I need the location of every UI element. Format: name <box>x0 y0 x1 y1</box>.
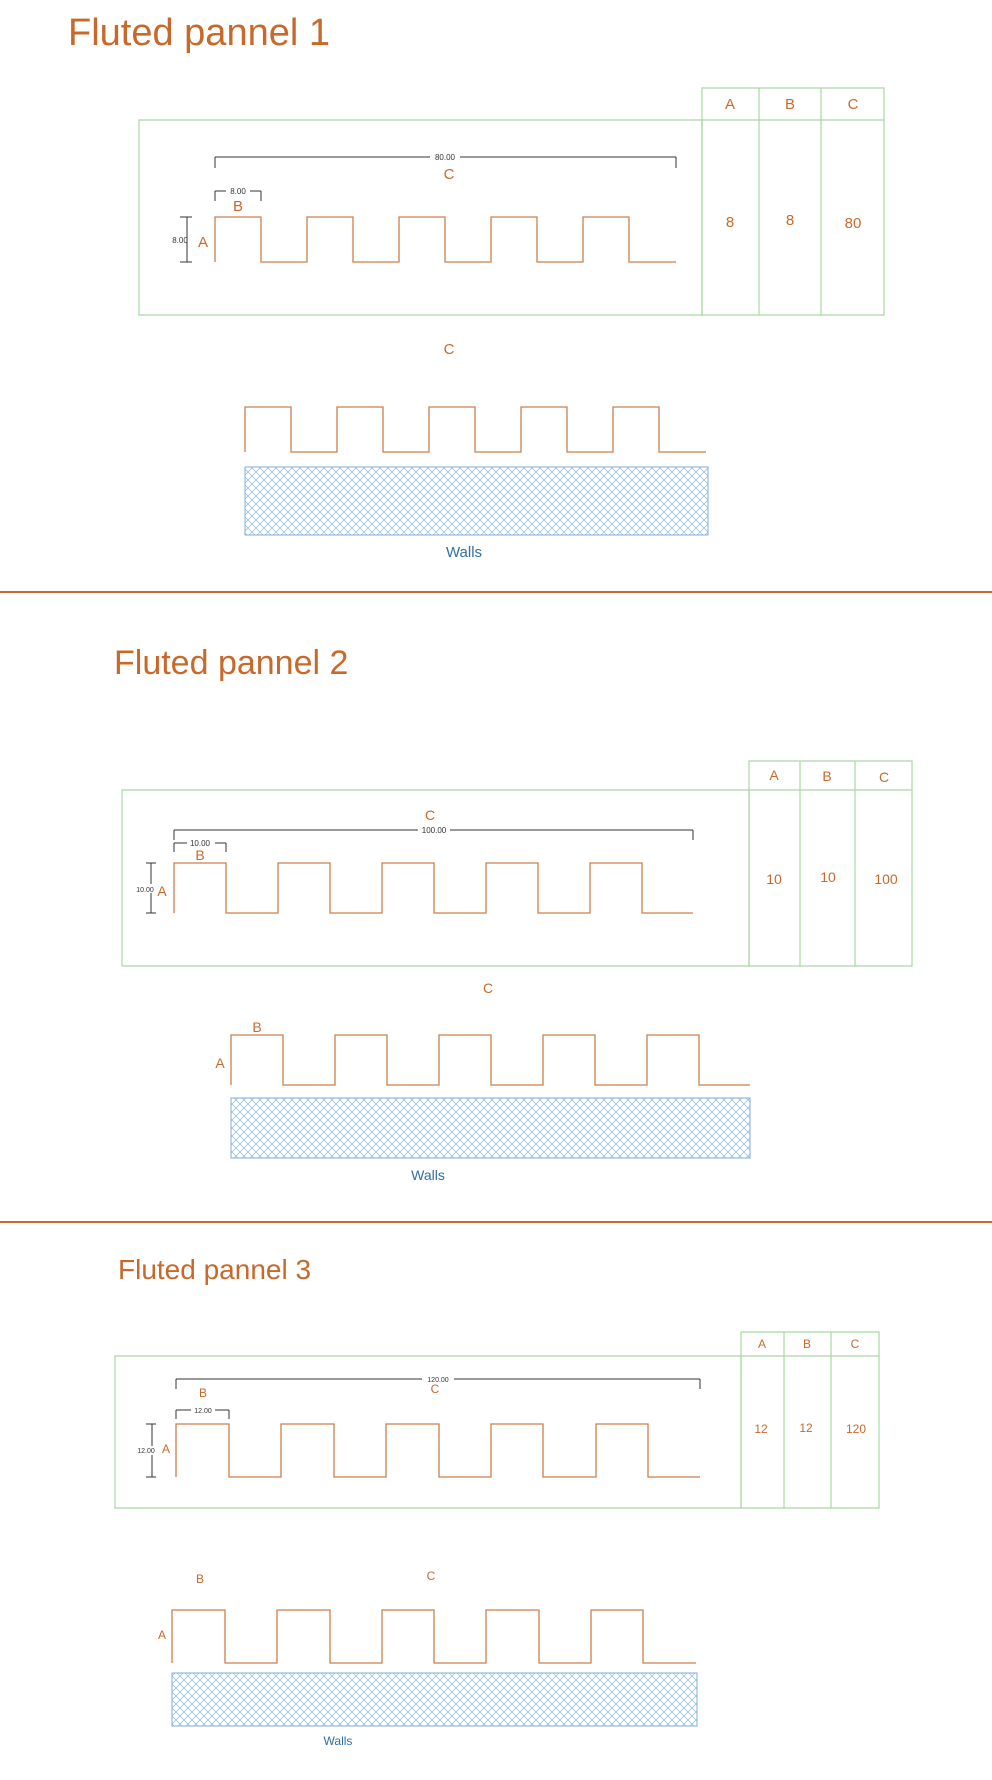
panel-1-label-a: A <box>198 234 208 251</box>
panel-3-value-a: 12 <box>754 1422 768 1436</box>
panel-2-header-c: C <box>879 769 889 785</box>
panel-1-dimension-a <box>180 216 192 263</box>
panel-2-label-c: C <box>425 807 435 823</box>
panel-3-title: Fluted pannel 3 <box>118 1254 312 1285</box>
panel-1-installed-profile <box>244 406 706 453</box>
panel-1-label-c-below: C <box>444 341 455 358</box>
panel-1-header-c: C <box>848 96 859 113</box>
panel-2-value-b: 10 <box>820 869 836 885</box>
panel-1-label-b: B <box>233 198 243 215</box>
panel-3-dim-c-value: 120.00 <box>427 1377 449 1384</box>
panel-3-dim-b-value: 12.00 <box>194 1408 212 1415</box>
panel-2-value-a: 10 <box>766 871 782 887</box>
panel-2-label-a: A <box>157 883 167 899</box>
panel-2-dim-c-value: 100.00 <box>422 826 447 835</box>
panel-3-dim-a-value: 12.00 <box>137 1448 155 1455</box>
panel-2-label-c-below: C <box>483 980 493 996</box>
panel-1-dim-b-value: 8.00 <box>230 187 246 196</box>
panel-1-wall-label: Walls <box>446 544 482 561</box>
panel-3-frame <box>114 1331 880 1509</box>
panel-1-dim-c-value: 80.00 <box>435 153 456 162</box>
panel-3-label-b: B <box>199 1386 207 1400</box>
panel-3: A B C 12 12 120 120.00 12.00 <box>114 1331 880 1748</box>
panel-3-label-b-below: B <box>196 1572 204 1586</box>
panel-3-label-a-below: A <box>158 1628 166 1642</box>
panel-1-title: Fluted pannel 1 <box>68 12 330 54</box>
panel-3-value-c: 120 <box>846 1422 866 1436</box>
panel-1-header-b: B <box>785 96 795 113</box>
panel-1-label-c: C <box>444 166 455 183</box>
panel-1-profile <box>214 216 676 263</box>
panel-1-frame <box>138 87 885 316</box>
panel-3-header-c: C <box>851 1337 860 1351</box>
panel-2-label-a-below: A <box>215 1055 225 1071</box>
panel-2-label-b-below: B <box>252 1019 261 1035</box>
panel-1-header-a: A <box>725 96 735 113</box>
panel-3-label-c-below: C <box>427 1569 436 1583</box>
panel-2-title: Fluted pannel 2 <box>114 644 349 682</box>
panel-2-header-b: B <box>822 768 831 784</box>
panel-1-value-b: 8 <box>786 212 794 229</box>
panel-3-header-b: B <box>803 1337 811 1351</box>
panel-2-value-c: 100 <box>874 871 898 887</box>
panel-2-label-b: B <box>195 847 204 863</box>
panel-2-installed-profile <box>230 1034 750 1086</box>
panel-3-label-c: C <box>431 1382 440 1396</box>
panel-1-wall <box>244 466 709 536</box>
panel-3-label-a: A <box>162 1442 170 1456</box>
panel-1-dim-a-value: 8.00 <box>172 236 188 245</box>
panel-3-profile <box>175 1423 700 1478</box>
panel-2-wall-label: Walls <box>411 1167 445 1183</box>
panel-2-wall <box>230 1097 751 1159</box>
panel-2-dim-b-value: 10.00 <box>190 839 211 848</box>
panel-1: A B C 8 8 80 80.00 8.00 <box>138 87 885 561</box>
panel-2: A B C 10 10 100 100.00 10.00 <box>121 760 913 1183</box>
panel-3-header-a: A <box>758 1337 766 1351</box>
panel-3-installed-profile <box>171 1609 696 1664</box>
panel-1-value-a: 8 <box>726 214 734 231</box>
panel-2-frame <box>121 760 913 967</box>
panel-3-wall-label: Walls <box>324 1734 353 1748</box>
panel-3-wall <box>171 1672 698 1727</box>
panel-3-value-b: 12 <box>799 1421 813 1435</box>
panel-2-profile <box>173 862 693 914</box>
panel-2-header-a: A <box>769 767 779 783</box>
panel-1-value-c: 80 <box>845 215 862 232</box>
panel-2-dim-a-value: 10.00 <box>136 887 154 894</box>
